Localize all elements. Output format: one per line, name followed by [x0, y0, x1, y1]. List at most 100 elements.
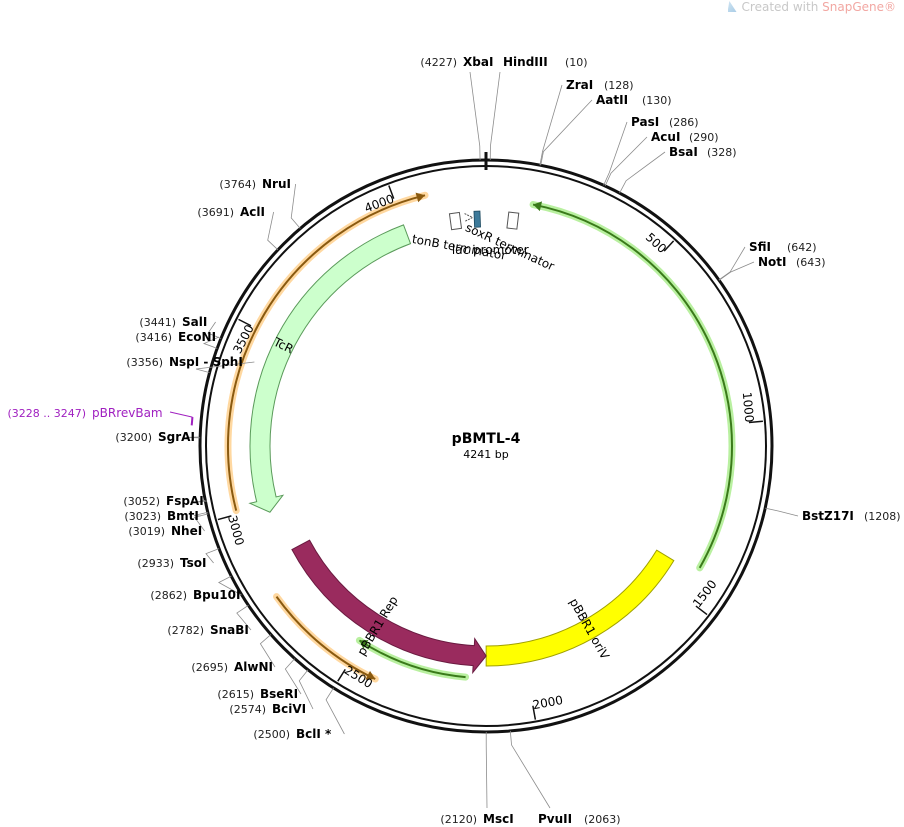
ruler-tick-label: 500 — [643, 230, 669, 256]
site-name: XbaI — [463, 55, 493, 69]
site-name: AatII — [596, 93, 628, 107]
site-bcivi[interactable]: BciVI(2574) — [229, 702, 306, 716]
site-leader — [718, 246, 746, 281]
ruler-tick — [388, 185, 395, 199]
ruler-tick-label: 1500 — [690, 577, 720, 610]
site-name: NspI - SphI — [169, 355, 243, 369]
site-position: (130) — [642, 94, 672, 107]
orf-arrowhead — [533, 201, 543, 212]
site-fspai[interactable]: FspAI(3052) — [123, 494, 203, 508]
site-pasi[interactable]: PasI (286) — [631, 115, 699, 129]
site-position: (2862) — [150, 589, 187, 602]
site-name: NotI — [758, 255, 787, 269]
ruler-tick — [217, 515, 232, 521]
site-name: BciVI — [272, 702, 306, 716]
site-bmti[interactable]: BmtI(3023) — [124, 509, 198, 523]
site-pvuii[interactable]: PvuII (2063) — [538, 812, 621, 826]
site-leader — [267, 211, 279, 251]
site-position: (3052) — [123, 495, 160, 508]
site-noti[interactable]: NotI(643) — [758, 255, 826, 269]
site-position: (10) — [565, 56, 588, 69]
site-leader — [205, 548, 220, 564]
site-position: (2615) — [217, 688, 254, 701]
site-leader — [236, 604, 252, 631]
site-acli[interactable]: AclI(3691) — [197, 205, 265, 219]
site-sgrai[interactable]: SgrAI(3200) — [115, 430, 194, 444]
site-leader — [489, 71, 501, 161]
site-leader — [193, 513, 209, 532]
promoter-label: lac promoter — [452, 243, 529, 257]
site-zrai[interactable]: ZraI (128) — [566, 78, 634, 92]
site-bpu10i[interactable]: Bpu10I(2862) — [150, 588, 240, 602]
terminator-icon — [448, 211, 463, 231]
site-name: ZraI — [566, 78, 593, 92]
site-position: (2063) — [584, 813, 621, 826]
site-name: EcoNI — [178, 330, 216, 344]
watermark-brand: SnapGene® — [822, 0, 896, 14]
site-leader — [485, 731, 488, 809]
site-leader — [765, 507, 799, 517]
feature-pbbr1-rep — [291, 539, 487, 675]
site-leader — [469, 71, 481, 161]
site-position: (3764) — [219, 178, 256, 191]
site-sali[interactable]: SalI(3441) — [139, 315, 207, 329]
site-aatii[interactable]: AatII (130) — [596, 93, 672, 107]
site-nhei[interactable]: NheI(3019) — [128, 524, 202, 538]
site-position: (2120) — [440, 813, 477, 826]
site-name: BmtI — [167, 509, 199, 523]
site-leader — [298, 669, 314, 710]
site-leader — [186, 436, 201, 439]
site-alwni[interactable]: AlwNI (2695) — [191, 660, 273, 674]
primer-leader — [169, 411, 193, 418]
site-name: SnaBI — [210, 623, 249, 637]
site-name: PasI — [631, 115, 659, 129]
ruler-tick-label: 2000 — [532, 693, 565, 712]
site-nspi-sphi[interactable]: NspI - SphI(3356) — [126, 355, 242, 369]
site-nrui[interactable]: NruI (3764) — [219, 177, 291, 191]
site-hindiii[interactable]: HindIII(10) — [503, 55, 588, 69]
site-position: (3200) — [115, 431, 152, 444]
site-name: PvuII — [538, 812, 572, 826]
site-position: (2782) — [167, 624, 204, 637]
ruler-tick — [337, 668, 346, 682]
snapgene-logo-icon — [727, 1, 737, 12]
site-position: (290) — [689, 131, 719, 144]
site-econi[interactable]: EcoNI (3416) — [135, 330, 216, 344]
site-position: (1208) — [864, 510, 901, 523]
site-position: (128) — [604, 79, 634, 92]
feature-tcr — [248, 224, 412, 513]
site-leader — [509, 730, 551, 809]
site-leader — [539, 84, 563, 166]
site-name: SfiI — [749, 240, 771, 254]
ruler-tick-label: 3000 — [225, 514, 247, 547]
site-bcli-[interactable]: BclI *(2500) — [253, 727, 332, 741]
site-name: NruI — [262, 177, 291, 191]
site-position: (3416) — [135, 331, 172, 344]
ruler-tick — [748, 420, 763, 424]
terminator-icon — [506, 211, 520, 230]
site-leader — [191, 499, 208, 504]
site-msci[interactable]: MscI(2120) — [440, 812, 513, 826]
site-position: (286) — [669, 116, 699, 129]
site-acui[interactable]: AcuI (290) — [651, 130, 719, 144]
site-tsoi[interactable]: TsoI(2933) — [137, 556, 206, 570]
site-bstz17i[interactable]: BstZ17I(1208) — [802, 509, 901, 523]
site-snabi[interactable]: SnaBI (2782) — [167, 623, 248, 637]
promoter-icon — [473, 210, 481, 228]
site-leader — [195, 361, 255, 373]
site-leader — [604, 136, 648, 187]
site-bseri[interactable]: BseRI(2615) — [217, 687, 298, 701]
orf-arrowhead — [365, 670, 376, 680]
plasmid-length: 4241 bp — [463, 448, 508, 461]
site-position: (2933) — [137, 557, 174, 570]
site-name: AcuI — [651, 130, 680, 144]
plasmid-name: pBMTL-4 — [452, 431, 521, 447]
site-position: (2695) — [191, 661, 228, 674]
site-xbai[interactable]: XbaI(4227) — [420, 55, 493, 69]
site-name: AlwNI — [234, 660, 273, 674]
site-bsai[interactable]: BsaI(328) — [669, 145, 737, 159]
ruler-tick — [238, 318, 252, 327]
site-name: AclI — [240, 205, 265, 219]
site-sfii[interactable]: SfiI(642) — [749, 240, 817, 254]
